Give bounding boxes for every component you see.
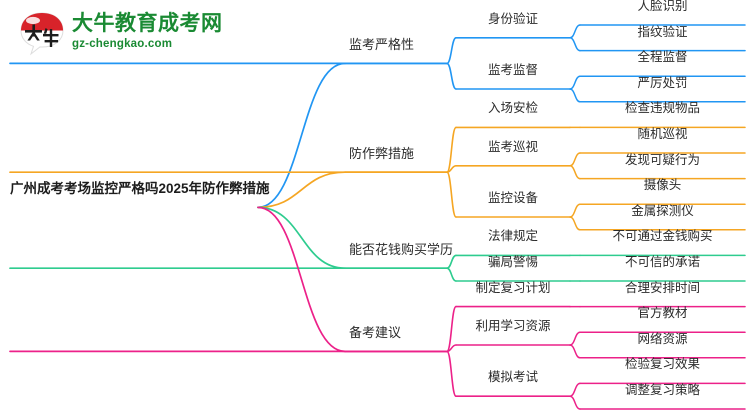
mindmap-subnode-4-1[interactable]: 制定复习计划 (475, 280, 551, 295)
mindmap-leaf-2-3-1[interactable]: 摄像头 (643, 178, 682, 193)
daniu-logo-icon (18, 10, 66, 56)
mindmap-leaf-4-2-1[interactable]: 官方教材 (637, 306, 688, 321)
mindmap-subnode-1-2[interactable]: 监考监督 (487, 63, 538, 77)
mindmap-leaf-4-1-1[interactable]: 合理安排时间 (624, 280, 700, 295)
mindmap-subnode-2-3[interactable]: 监控设备 (487, 191, 538, 205)
mindmap-subnode-4-3[interactable]: 模拟考试 (487, 370, 538, 385)
mindmap-root-node[interactable]: 广州成考考场监控严格吗2025年防作弊措施 (10, 181, 270, 197)
mindmap-leaf-4-3-2[interactable]: 调整复习策略 (624, 383, 700, 397)
logo-domain: gz-chengkao.com (72, 38, 173, 50)
mindmap-subnode-2-1[interactable]: 入场安检 (487, 101, 538, 116)
mindmap-subnode-3-2[interactable]: 骗局警惕 (487, 255, 538, 269)
mindmap-leaf-2-2-1[interactable]: 随机巡视 (637, 127, 688, 141)
mindmap-leaf-1-1-2[interactable]: 指纹验证 (637, 24, 688, 39)
mindmap-leaf-4-3-1[interactable]: 检验复习效果 (624, 357, 700, 372)
mindmap-leaf-2-3-2[interactable]: 金属探测仪 (631, 203, 694, 218)
mindmap-branch-2[interactable]: 防作弊措施 (349, 146, 415, 162)
site-logo[interactable]: 大牛教育成考网 gz-chengkao.com (18, 8, 248, 60)
mindmap-branch-4[interactable]: 备考建议 (349, 325, 402, 341)
mindmap-leaf-2-1-1[interactable]: 检查违规物品 (624, 101, 700, 116)
mindmap-subnode-1-1[interactable]: 身份验证 (487, 11, 538, 26)
mindmap-leaf-1-2-2[interactable]: 严厉处罚 (637, 75, 688, 90)
mindmap-leaf-2-2-2[interactable]: 发现可疑行为 (624, 152, 700, 167)
mindmap-branch-1[interactable]: 监考严格性 (349, 37, 415, 53)
mindmap-leaf-3-2-1[interactable]: 不可信的承诺 (624, 255, 700, 269)
logo-site-name: 大牛教育成考网 (72, 12, 223, 35)
logo-text-block: 大牛教育成考网 gz-chengkao.com (72, 12, 223, 52)
mindmap-leaf-1-1-1[interactable]: 人脸识别 (637, 0, 688, 13)
mindmap-subnode-2-2[interactable]: 监考巡视 (487, 139, 538, 154)
mindmap-branch-3[interactable]: 能否花钱购买学历 (349, 242, 454, 258)
mindmap-leaf-4-2-2[interactable]: 网络资源 (637, 331, 688, 346)
mindmap-leaf-3-1-1[interactable]: 不可通过金钱购买 (612, 229, 713, 244)
mindmap-subnode-3-1[interactable]: 法律规定 (487, 229, 538, 244)
mindmap-leaf-1-2-1[interactable]: 全程监督 (637, 50, 688, 65)
mindmap-subnode-4-2[interactable]: 利用学习资源 (475, 319, 551, 333)
